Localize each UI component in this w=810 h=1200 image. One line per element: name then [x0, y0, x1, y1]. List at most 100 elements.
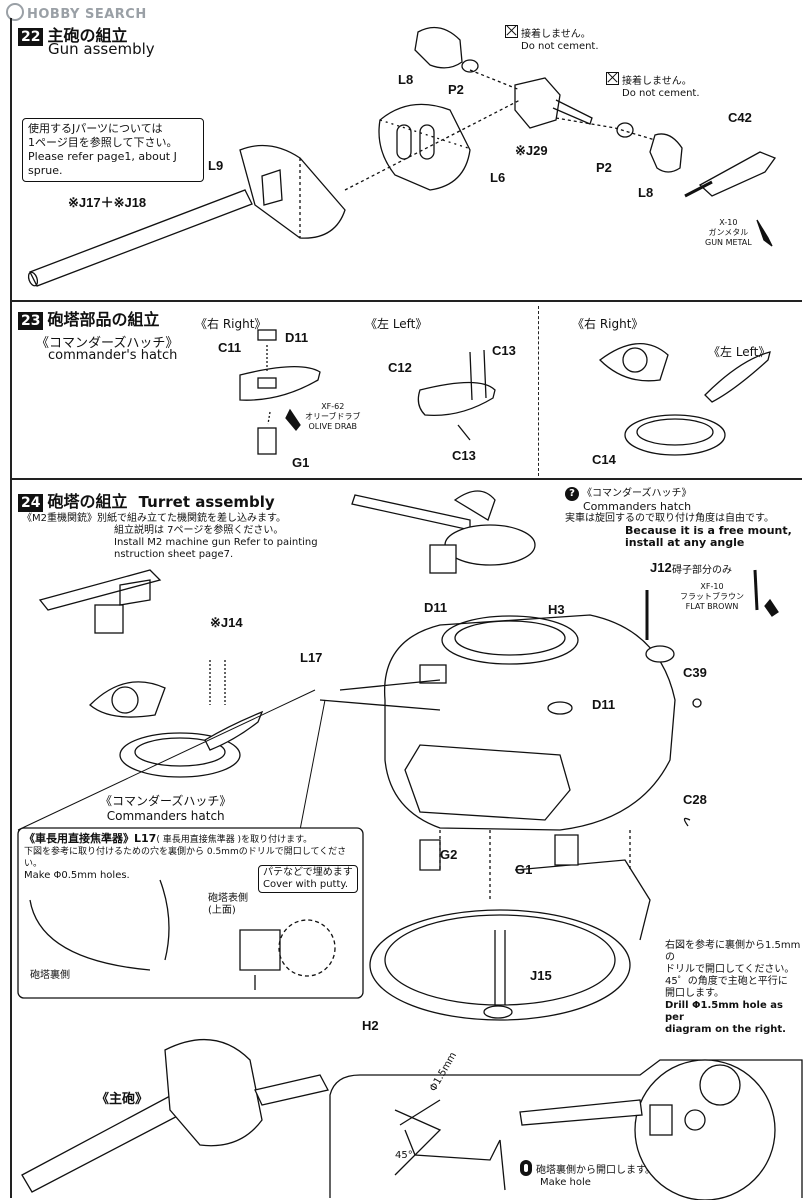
main-gun-assembled	[21, 1038, 329, 1193]
m2-note-line-2: 組立説明は 7ページを参照ください。	[114, 525, 284, 536]
step23-title-jp: 砲塔部品の組立	[47, 310, 160, 329]
part-g1-turret	[554, 834, 579, 866]
paint-name-en-xf10: FLAT BROWN	[685, 602, 739, 611]
paint-callout-gun-metal: X-10 ガンメタル GUN METAL	[705, 218, 752, 248]
part-label-l9: L9	[208, 158, 224, 173]
putty-note-en: Cover with putty.	[263, 879, 349, 890]
no-cement-en: Do not cement.	[521, 41, 599, 52]
label-right-b: 《右 Right》	[572, 317, 644, 331]
inner-side-label: 砲塔裏側	[30, 970, 70, 981]
part-label-j12: J12	[650, 560, 672, 575]
angle-45-label: 45°	[395, 1150, 413, 1161]
paint-name-jp-x10: ガンメタル	[708, 228, 749, 237]
washer-p2-top	[461, 59, 479, 73]
drill-note-jp-4: 開口します。	[665, 988, 724, 999]
drill-note: 右図を参考に裏側から1.5mmの ドリルで開口してください。 45゜の角度で主砲…	[665, 940, 805, 1036]
paint-brush-icon-23	[285, 408, 301, 432]
part-label-j17-j18: ※J17＋※J18	[68, 195, 147, 210]
m2-on-turret	[351, 490, 536, 574]
paint-insulator-icon	[753, 569, 759, 611]
gun-shield-l6	[378, 103, 471, 191]
part-j15	[483, 1005, 513, 1019]
m2-note-line-4: nstruction sheet page7.	[114, 549, 234, 560]
jparts-note-line-2: 1ページ目を参照して下さい。	[28, 136, 178, 149]
inset-sight-sketch	[239, 929, 281, 990]
part-label-h2: H2	[362, 1018, 379, 1033]
paint-code-xf62: XF-62	[321, 402, 345, 411]
paint-code-x10: X-10	[719, 218, 738, 227]
paint-callout-flat-brown: XF-10 フラットブラウン FLAT BROWN	[680, 582, 744, 612]
drill-note-jp-2: ドリルで開口してください。	[665, 964, 795, 975]
outer-side-jp-2: (上面)	[208, 905, 236, 916]
drill-detail-box	[329, 1059, 803, 1198]
page-border-left	[10, 18, 12, 1198]
make-hole-note: 砲塔裏側から開口します。 Make hole	[520, 1160, 655, 1189]
commanders-hatch-en: Commanders hatch	[106, 809, 225, 823]
part-label-c14: C14	[592, 452, 616, 467]
paint-name-en-x10: GUN METAL	[705, 238, 752, 247]
hobbysearch-logo-icon	[6, 3, 24, 21]
part-label-c11: C11	[218, 340, 242, 355]
free-mount-title-en: Commanders hatch	[583, 500, 692, 513]
watermark-text: HOBBY SEARCH	[27, 7, 147, 22]
step-divider-2	[10, 478, 802, 480]
assembly-guide-lines-22	[469, 69, 656, 141]
part-label-p2-right: P2	[596, 160, 612, 175]
part-d11-hatch	[257, 329, 277, 341]
assembly-arrows-24	[439, 830, 631, 900]
no-cement2-jp: 接着しません。	[622, 76, 692, 87]
hatch-c12	[417, 381, 496, 417]
info-icon: ?	[565, 487, 579, 501]
part-label-d11-right: D11	[592, 697, 616, 712]
main-gun-label: 《主砲》	[96, 1092, 149, 1107]
step24-number: 24	[18, 494, 44, 512]
part-label-l6: L6	[490, 170, 506, 185]
assembly-guide-line-barrel	[344, 99, 521, 191]
label-left-b: 《左 Left》	[708, 345, 771, 359]
part-label-c12: C12	[388, 360, 412, 375]
putty-circle	[278, 919, 336, 977]
drill-note-jp-1: 右図を参考に裏側から1.5mmの	[665, 940, 801, 963]
part-j15-post	[494, 930, 506, 1005]
label-left-a: 《左 Left》	[365, 317, 428, 331]
no-cement-note-right: 接着しません。 Do not cement.	[606, 72, 700, 100]
no-cement2-en: Do not cement.	[622, 88, 700, 99]
part-label-c28: C28	[683, 792, 707, 807]
step22-number: 22	[18, 28, 44, 46]
step24-title-en: Turret assembly	[138, 493, 275, 511]
part-label-j29: ※J29	[515, 143, 548, 158]
part-label-d11: D11	[285, 330, 309, 345]
part-label-j15: J15	[530, 968, 552, 983]
inset-turret-inner-edge	[159, 879, 170, 961]
part-c39	[692, 698, 702, 708]
m2-note-line-3: Install M2 machine gun Refer to painting	[114, 537, 318, 548]
turret-underside-view	[519, 1059, 776, 1200]
paint-brush-icon-22	[756, 219, 773, 247]
step23-dashed-divider	[538, 306, 539, 476]
j12-paint-note: 碍子部分のみ	[672, 565, 732, 576]
washer-p2-right	[616, 122, 634, 138]
hatch-d11-right-turret	[547, 701, 573, 715]
part-label-c39: C39	[683, 665, 707, 680]
part-label-j14: ※J14	[210, 615, 243, 630]
l17-pointer-lines	[319, 679, 441, 711]
hinge-c13	[457, 349, 487, 441]
step-divider-1	[10, 300, 802, 302]
sight-note-line-3: Make Φ0.5mm holes.	[24, 870, 130, 881]
breech-j29	[514, 77, 593, 129]
step24-title-jp: 砲塔の組立	[47, 492, 128, 511]
angle-diagram	[394, 1109, 442, 1176]
drill-icon	[520, 1160, 532, 1176]
periscope-base	[645, 645, 675, 663]
no-cement-icon-2	[606, 72, 619, 85]
putty-note-jp: パテなどで埋めます	[263, 867, 353, 878]
free-mount-title-jp: 《コマンダーズハッチ》	[582, 488, 692, 499]
free-mount-en-2: install at any angle	[625, 536, 745, 549]
inset-turret-inner-curve	[29, 899, 151, 971]
paint-name-jp-xf62: オリーブドラブ	[305, 412, 361, 421]
part-c28	[683, 817, 691, 827]
drill-note-en-2: diagram on the right.	[665, 1024, 786, 1035]
commanders-hatch-label-24: 《コマンダーズハッチ》 Commanders hatch	[100, 792, 231, 823]
